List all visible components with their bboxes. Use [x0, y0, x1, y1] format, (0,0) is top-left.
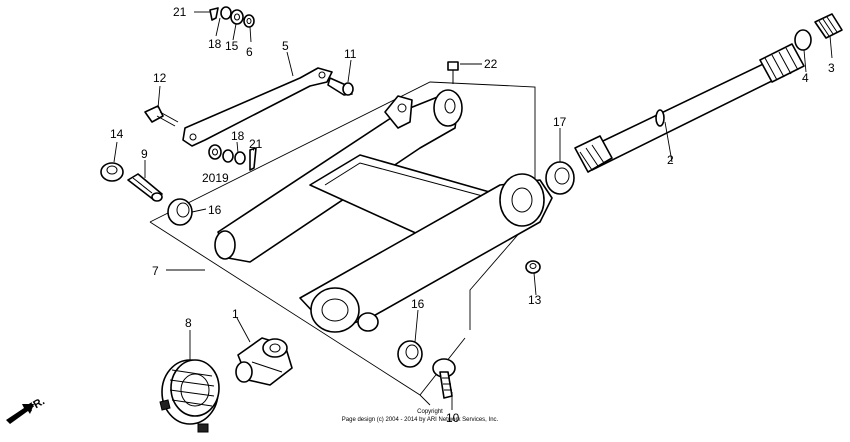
small-hardware-top[interactable]: [209, 6, 255, 28]
callout-6: 6: [246, 45, 253, 59]
oil-seal-part-17[interactable]: [545, 161, 575, 195]
callout-21-mid: 21: [249, 137, 263, 151]
copyright-line-1: Copyright: [417, 409, 443, 415]
callout-17: 17: [553, 115, 567, 129]
direction-label: FR.: [26, 395, 47, 414]
circlip-part-4[interactable]: [794, 29, 812, 51]
spring-part-3[interactable]: [814, 13, 843, 39]
callout-13: 13: [528, 293, 542, 307]
callout-18-mid: 18: [231, 129, 245, 143]
callout-4: 4: [802, 71, 809, 85]
dust-seal-part-16-lower[interactable]: [397, 340, 423, 368]
callout-8: 8: [185, 316, 192, 330]
callout-labels: 21 18 15 6 5 11 22 12 14 9 18 21 2019 16…: [110, 5, 835, 425]
callout-16-lower: 16: [411, 297, 425, 311]
callout-21-top: 21: [173, 5, 187, 19]
nut-part-13[interactable]: [525, 260, 541, 274]
callout-9: 9: [141, 147, 148, 161]
callout-22: 22: [484, 57, 498, 71]
copyright-notice: Copyright Page design (c) 2004 - 2014 by…: [342, 409, 499, 423]
callout-20-19: 2019: [202, 171, 229, 185]
callout-18-top: 18: [208, 37, 222, 51]
callout-3: 3: [828, 61, 835, 75]
callout-14: 14: [110, 127, 124, 141]
bolt-part-12[interactable]: [144, 105, 179, 127]
swingarm-part-7[interactable]: [214, 89, 553, 333]
callout-2: 2: [667, 153, 674, 167]
small-hardware-mid[interactable]: [208, 144, 257, 171]
dust-seal-part-16-upper[interactable]: [167, 198, 193, 226]
bolt-part-22[interactable]: [447, 61, 459, 84]
callout-7: 7: [152, 264, 159, 278]
leader-lines: [113, 11, 833, 410]
callout-12: 12: [153, 71, 167, 85]
callout-16-upper: 16: [208, 203, 222, 217]
front-direction-arrow: FR.: [6, 395, 47, 424]
pivot-bolt-part-9[interactable]: [127, 173, 163, 202]
ring-gear-part-8[interactable]: [159, 359, 220, 433]
arrow-icon: [6, 404, 34, 424]
callout-10: 10: [446, 411, 460, 425]
callout-15: 15: [225, 39, 239, 53]
nut-part-14[interactable]: [100, 162, 124, 182]
torque-link-part-5[interactable]: [182, 67, 333, 147]
copyright-line-2: Page design (c) 2004 - 2014 by ARI Netwo…: [342, 417, 499, 423]
universal-joint-part-1[interactable]: [235, 337, 293, 386]
callout-11: 11: [344, 47, 357, 61]
bolt-part-10[interactable]: [432, 358, 456, 399]
callout-5: 5: [282, 39, 289, 53]
bolt-part-11[interactable]: [327, 77, 354, 96]
drive-shaft-part-2[interactable]: [574, 43, 805, 173]
callout-1: 1: [232, 307, 239, 321]
